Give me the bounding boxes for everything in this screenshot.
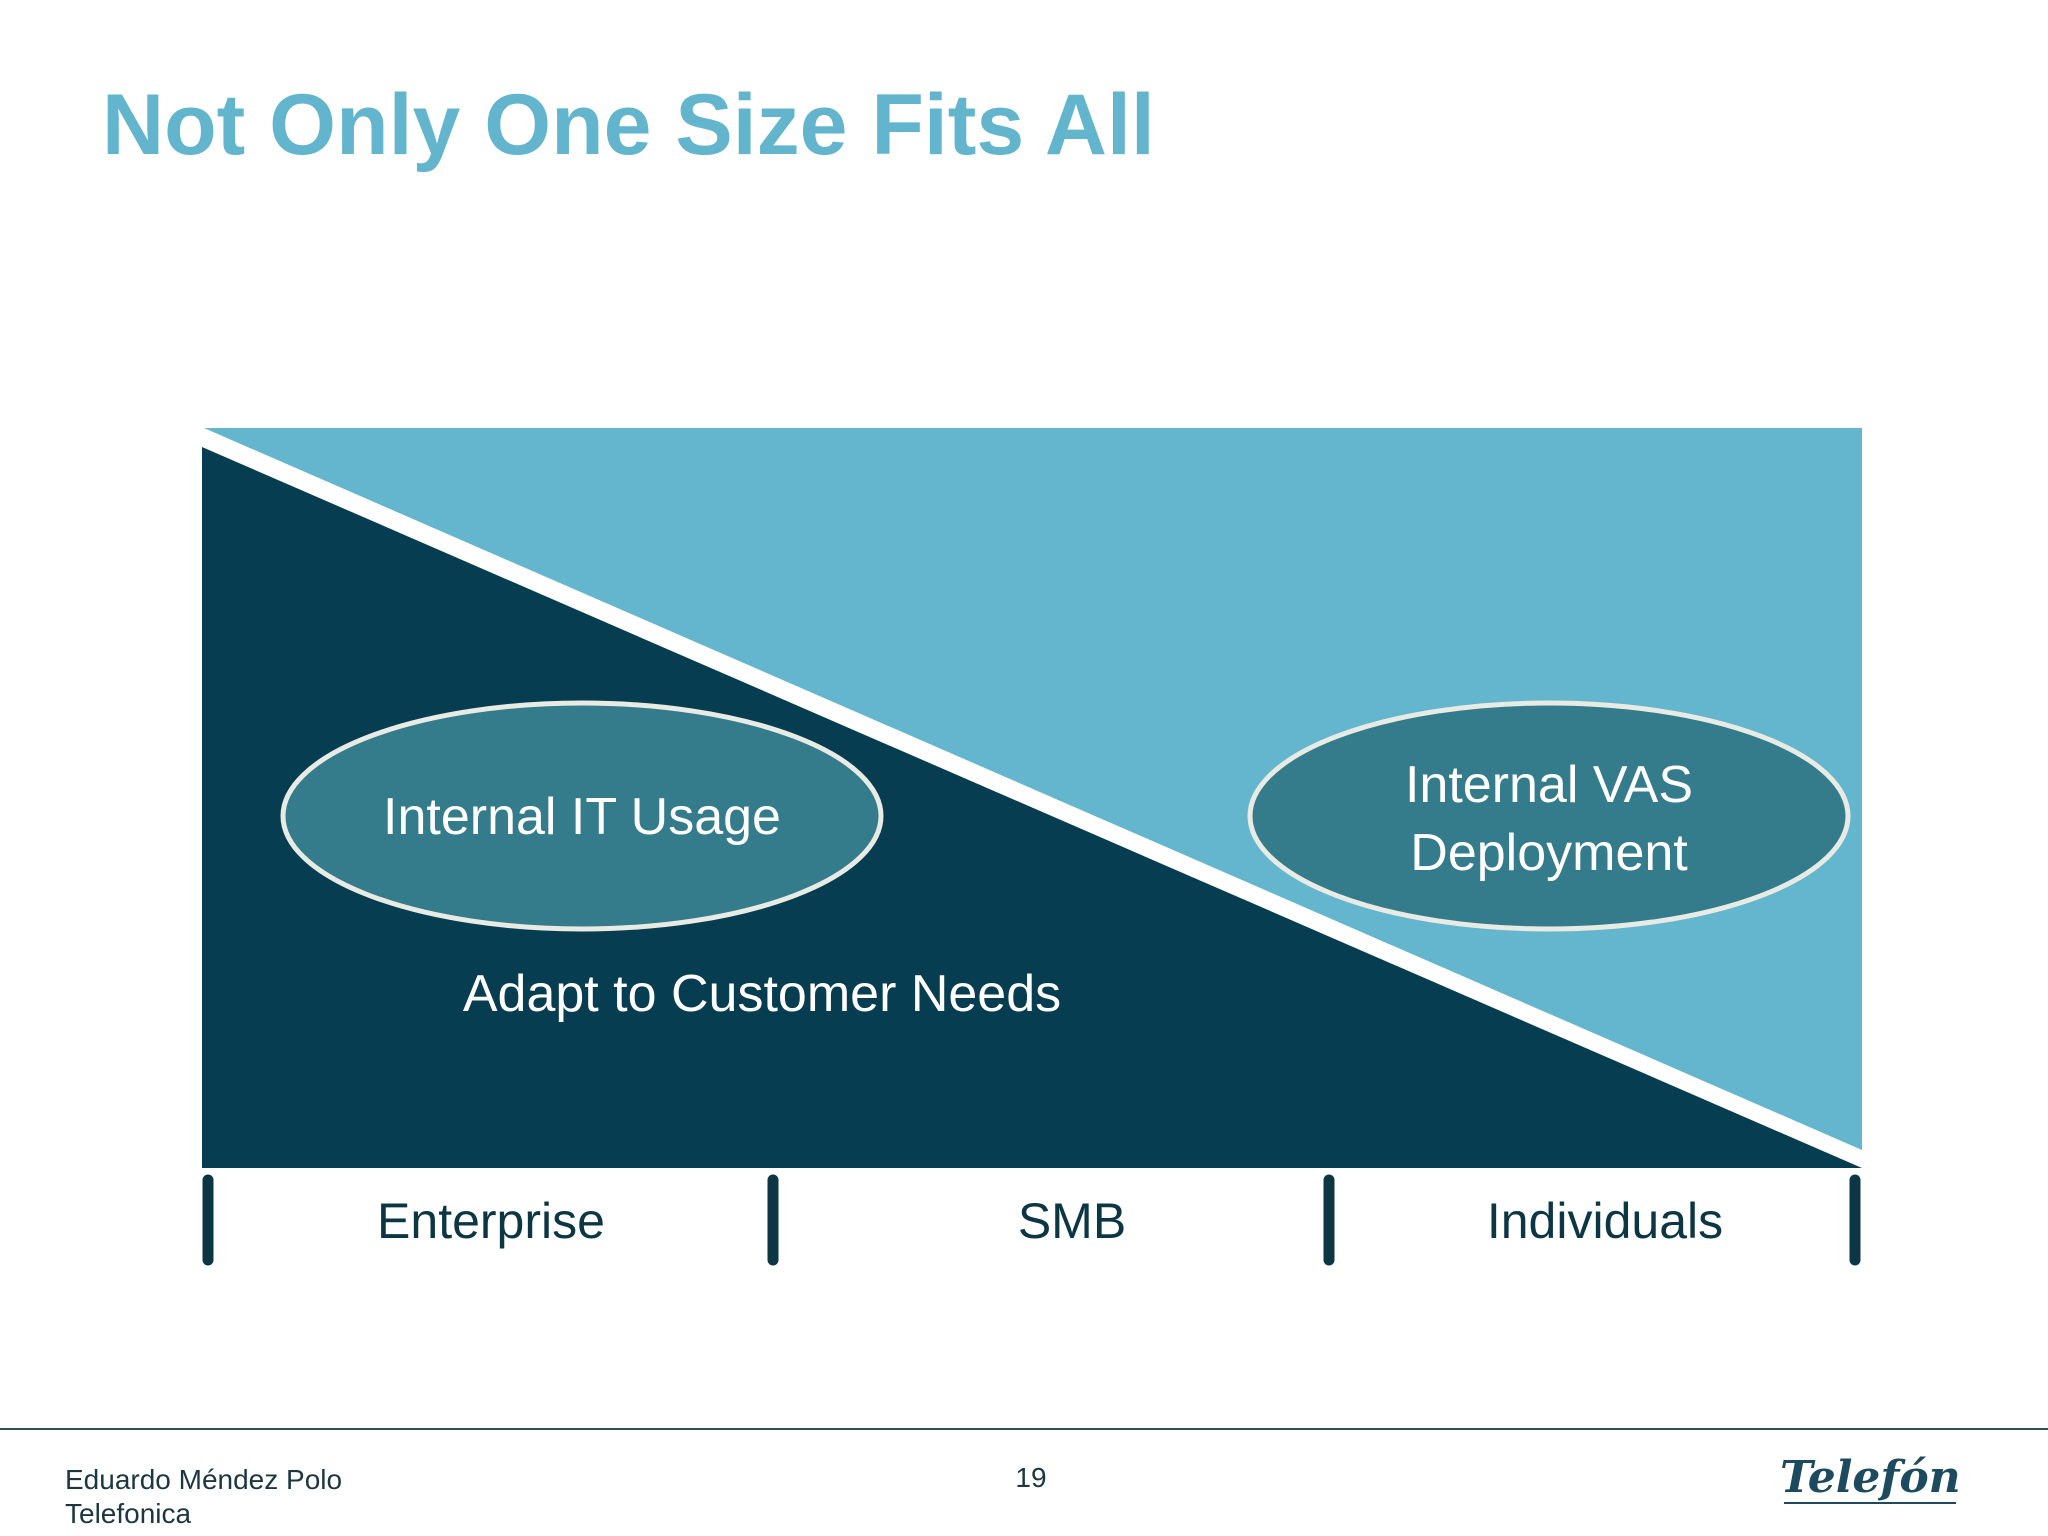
segment-label-individuals: Individuals bbox=[1487, 1193, 1723, 1249]
telefonica-logo: Telefónica bbox=[1780, 1452, 1960, 1504]
footer-divider bbox=[0, 1428, 2048, 1430]
segment-label-smb: SMB bbox=[1018, 1193, 1126, 1249]
segment-label-enterprise: Enterprise bbox=[377, 1193, 605, 1249]
footer-author-name: Eduardo Méndez Polo bbox=[65, 1464, 343, 1495]
ellipse-internal-vas-label-line-2: Deployment bbox=[1410, 824, 1688, 882]
ellipse-internal-vas-label-line-1: Internal VAS bbox=[1405, 756, 1693, 814]
page-number: 19 bbox=[1015, 1462, 1047, 1493]
slide-title: Not Only One Size Fits All bbox=[102, 77, 1155, 173]
region-caption: Adapt to Customer Needs bbox=[463, 965, 1061, 1023]
ellipse-internal-it-usage-label: Internal IT Usage bbox=[383, 788, 781, 846]
ellipse-internal-vas-deployment bbox=[1247, 700, 1851, 932]
logo-wordmark: Telefónica bbox=[1780, 1452, 1960, 1503]
dark-region bbox=[202, 447, 1862, 1168]
footer-author-block: Eduardo Méndez Polo Telefonica bbox=[65, 1463, 342, 1531]
diagonal-divider bbox=[202, 433, 1864, 1165]
light-region bbox=[204, 428, 1862, 1150]
footer-company-name: Telefonica bbox=[65, 1498, 192, 1529]
ellipse-internal-it-usage bbox=[280, 700, 884, 932]
